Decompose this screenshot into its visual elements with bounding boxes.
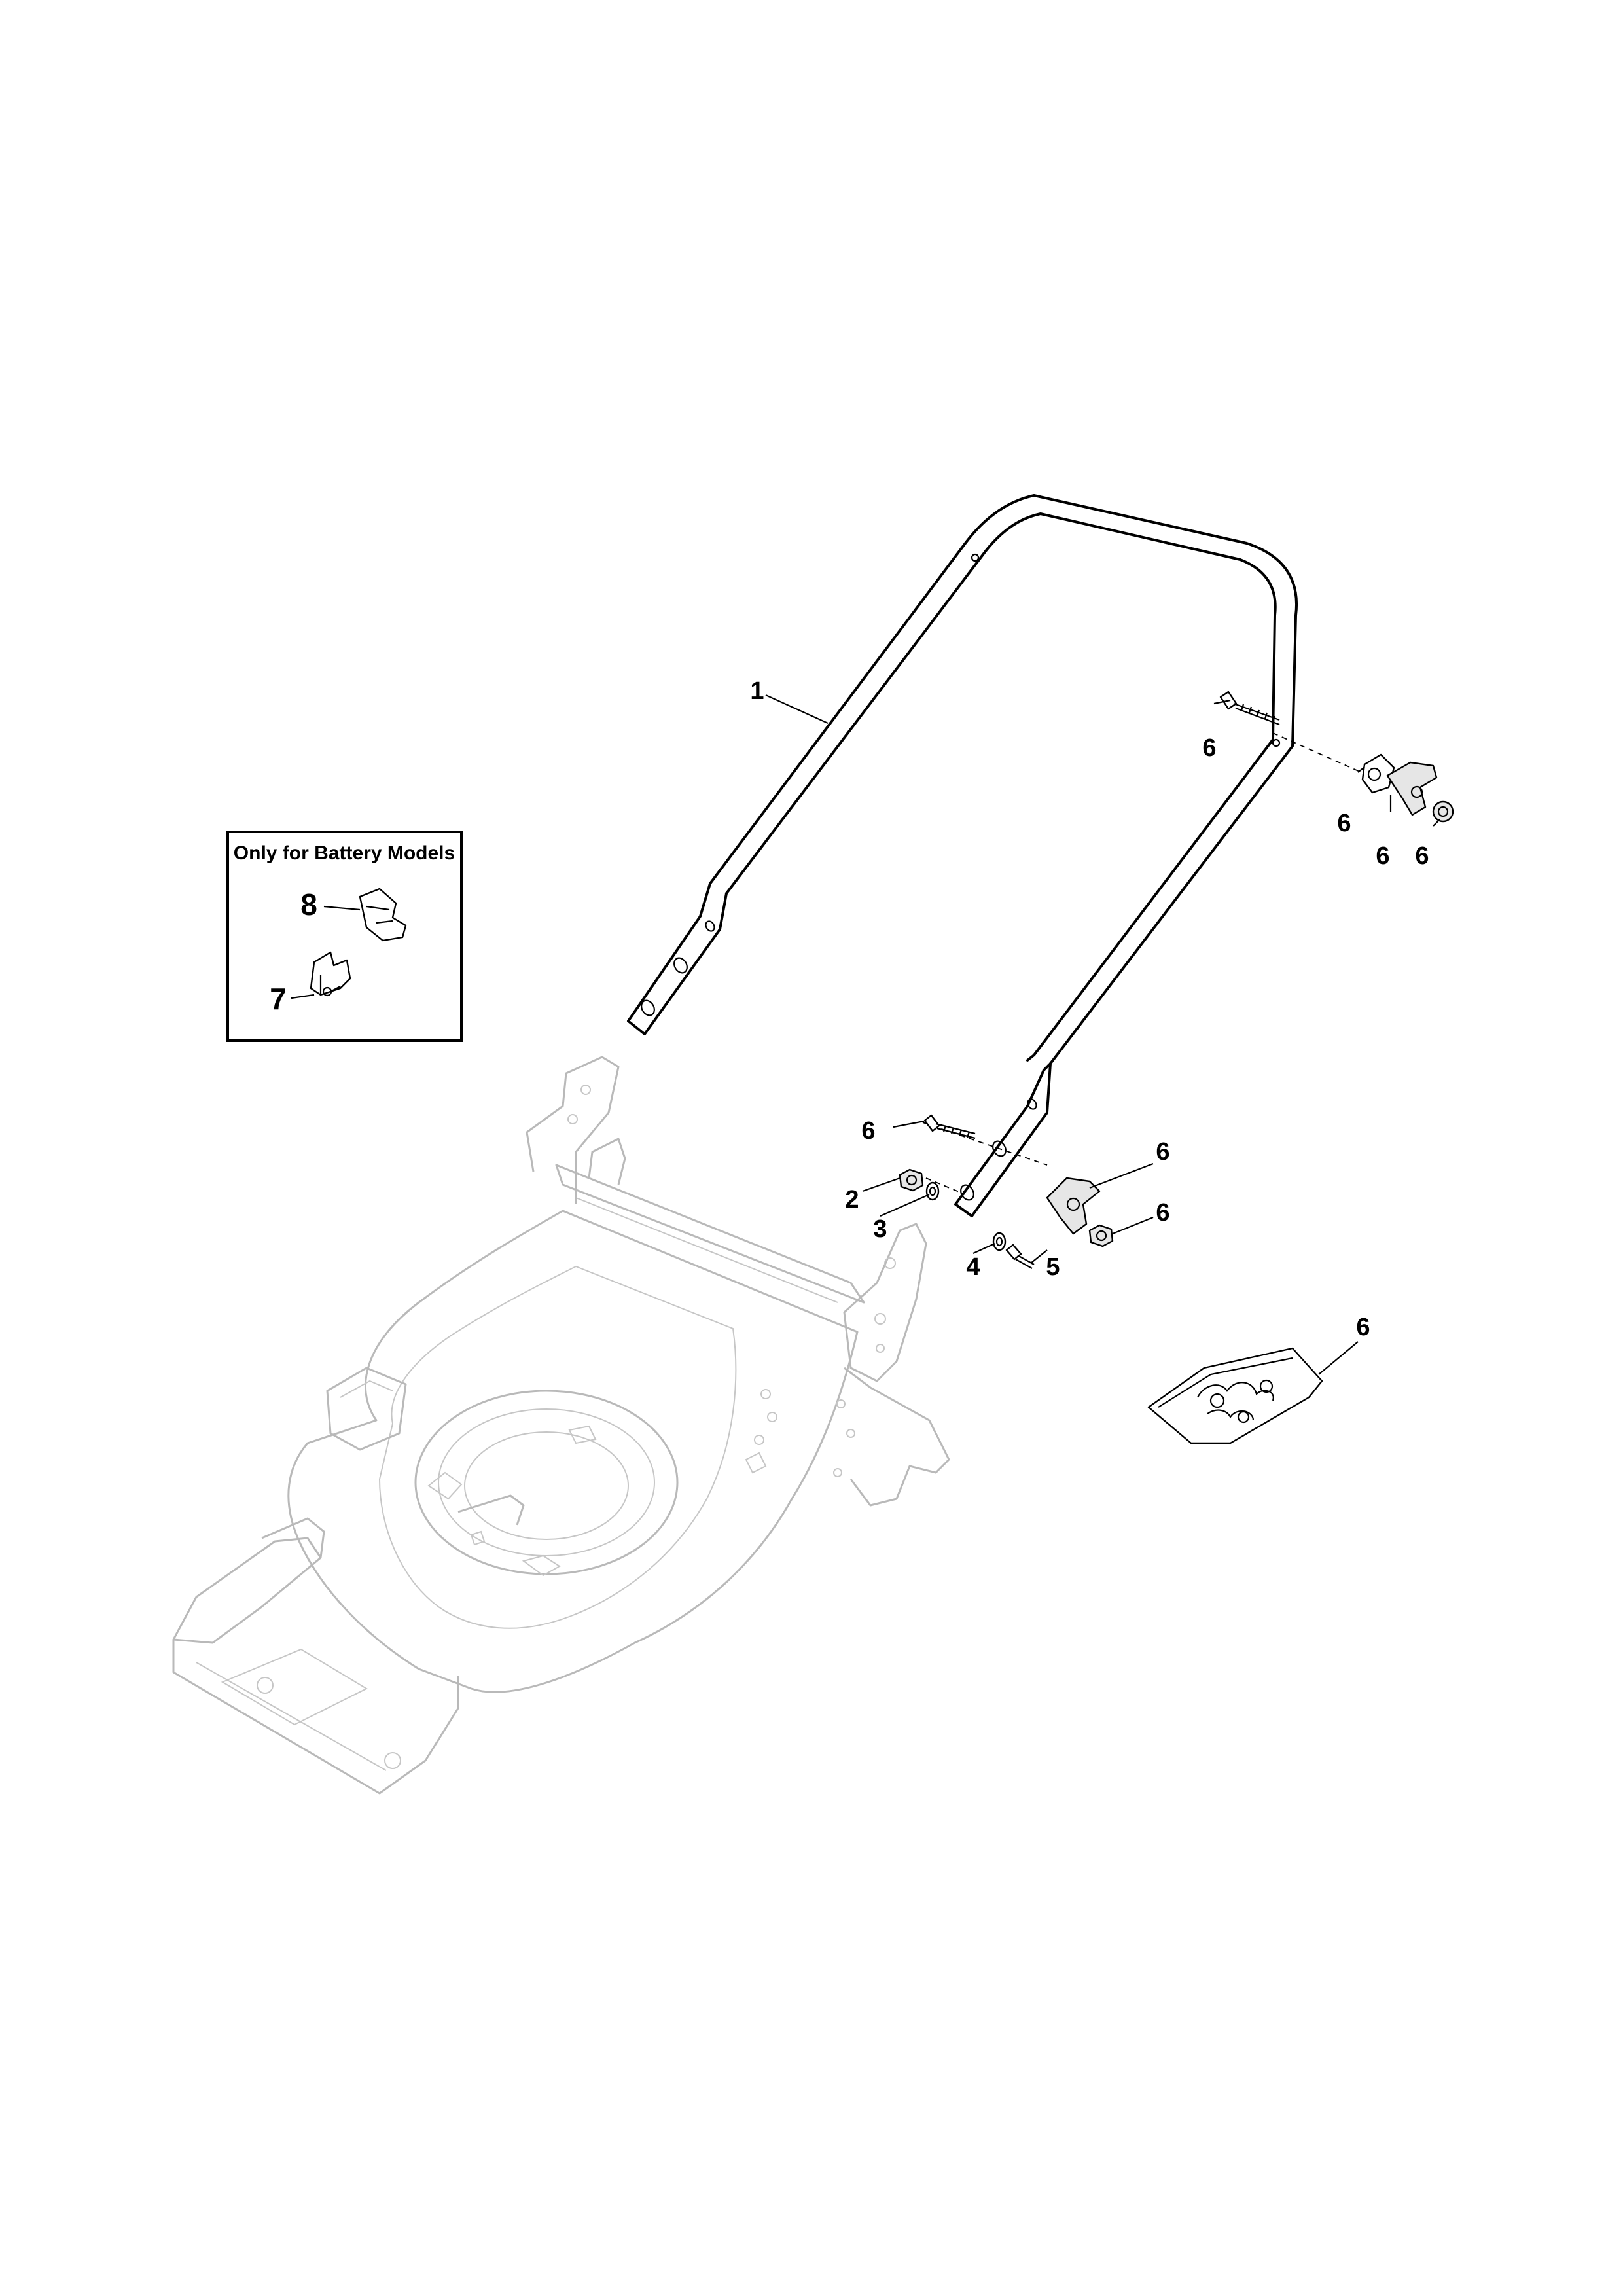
callout-nut-lower-right: 6 [1156,1199,1169,1227]
battery-bracket [310,951,351,997]
callout-nut-left: 2 [845,1186,859,1213]
battery-models-box: Only for Battery Models [226,831,463,1042]
washer-lower [992,1232,1007,1251]
callout-knob-lower: 6 [1156,1138,1169,1166]
callout-washer-left: 3 [873,1215,887,1243]
battery-clip [359,888,407,942]
callout-handle: 1 [750,677,764,705]
callout-knob-upper-nut: 6 [1415,842,1429,870]
nut-left [899,1168,924,1192]
callout-screw-lower: 5 [1046,1253,1060,1281]
callouts: 1 6 6 6 6 6 2 3 6 6 4 5 6 8 7 [270,677,1429,1341]
upper-bolt [1219,691,1280,726]
assembly-lines [922,732,1362,1195]
upper-knob-nut [1432,800,1454,823]
washer-left [925,1181,940,1201]
upper-knob-lever [1386,761,1438,816]
callout-kit-bag: 6 [1356,1314,1370,1341]
screw-lower [1005,1244,1035,1269]
mower-deck [172,1056,950,1795]
leader-lines [291,694,1440,1375]
kit-bag [1147,1347,1323,1444]
handle-tube [627,494,1298,1217]
callout-knob-upper-lever: 6 [1376,842,1389,870]
nut-lower-right [1088,1224,1114,1247]
callout-battery-bracket: 7 [270,982,287,1016]
callout-washer-lower: 4 [966,1253,980,1281]
callout-bolt-lower: 6 [861,1117,875,1145]
lower-knob [1046,1177,1101,1235]
callout-battery-clip: 8 [300,888,317,922]
upper-knob-base [1361,753,1395,794]
callout-knob-upper-base: 6 [1337,810,1351,837]
battery-models-box-title: Only for Battery Models [234,842,455,864]
callout-bolt-upper: 6 [1202,734,1216,762]
lower-bolt [923,1114,976,1139]
